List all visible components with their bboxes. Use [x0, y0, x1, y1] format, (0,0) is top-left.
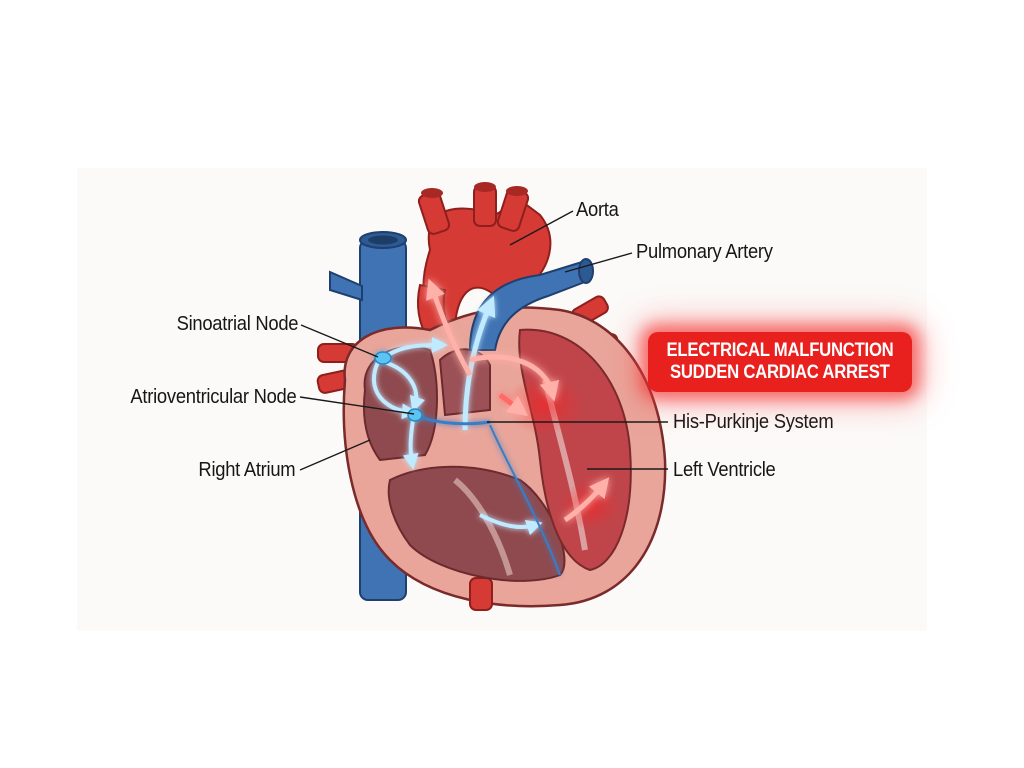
pulmonary-artery-opening [578, 258, 594, 284]
atrioventricular-node [407, 408, 423, 422]
label-atrioventricular-node: Atrioventricular Node [129, 386, 296, 408]
red-glow-lower [560, 480, 620, 530]
alert-line-1: ELECTRICAL MALFUNCTION [666, 340, 894, 361]
alert-line-2: SUDDEN CARDIAC ARREST [670, 362, 890, 383]
label-aorta: Aorta [576, 199, 619, 221]
leader-line-sinoatrial-node [300, 324, 379, 358]
sinoatrial-node [374, 351, 392, 365]
descending-artery [469, 577, 493, 611]
right-atrium-chamber [362, 345, 438, 462]
leader-line-atrioventricular-node [299, 396, 415, 415]
leader-line-aorta [509, 210, 574, 246]
red-glow-upper [505, 375, 585, 435]
blood-flow-arrows [426, 278, 610, 523]
leader-line-right-atrium [299, 439, 371, 471]
label-pulmonary-artery: Pulmonary Artery [636, 241, 773, 263]
label-left-ventricle: Left Ventricle [673, 459, 776, 481]
leader-line-pulmonary-artery [564, 252, 633, 273]
label-sinoatrial-node: Sinoatrial Node [176, 313, 298, 335]
alert-banner: ELECTRICAL MALFUNCTION SUDDEN CARDIAC AR… [648, 332, 912, 392]
label-his-purkinje-system: His-Purkinje System [673, 411, 834, 433]
label-right-atrium: Right Atrium [198, 459, 295, 481]
leader-lines [299, 210, 668, 471]
